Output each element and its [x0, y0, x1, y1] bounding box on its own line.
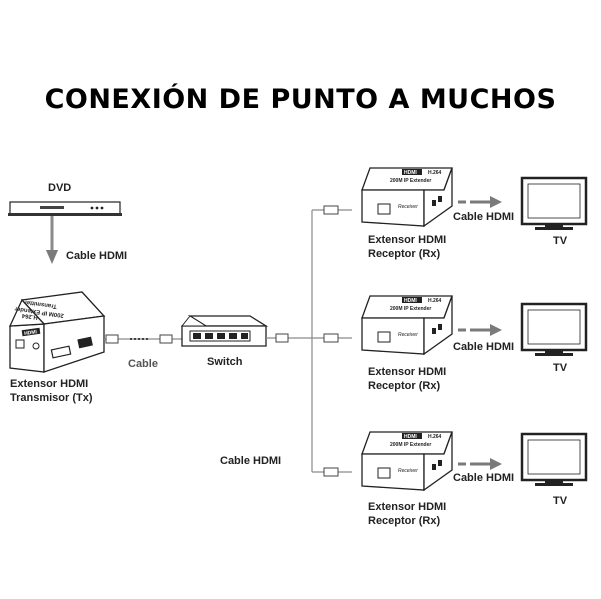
rx2-panel-text1: H.264 [428, 298, 442, 304]
tv1-label: TV [553, 235, 568, 247]
tv3-label: TV [553, 495, 568, 507]
receiver-device-icon-1 [361, 167, 453, 228]
receiver3-label-line2: Receptor (Rx) [368, 515, 441, 527]
tv-icon-2 [520, 302, 588, 356]
tv2-label: TV [553, 362, 568, 374]
receiver-device-icon-2 [361, 295, 453, 356]
rx1-hdmi-logo [402, 169, 422, 175]
rx3-panel-text1: H.264 [428, 434, 442, 440]
receiver2-label-line1: Extensor HDMI [368, 366, 447, 378]
rx3-hdmi-logo [402, 433, 422, 439]
rx2-panel-text3: Receiver [398, 332, 418, 338]
receiver-device-icon-3 [361, 431, 453, 492]
rx2-hdmi-logo-text: HDMI [404, 298, 417, 304]
switch-to-rx-cable-label: Cable HDMI [220, 455, 282, 467]
tx-panel-text3: H.264 [21, 312, 38, 320]
switch-to-receivers-cables [266, 205, 352, 477]
rx1-panel-text3: Receiver [398, 204, 418, 210]
rx3-to-tv-arrow [458, 458, 502, 470]
rx3-panel-text2: 200M IP Extender [390, 442, 431, 448]
tx-hdmi-logo-text: HDMI [24, 329, 38, 337]
receiver3-label-line1: Extensor HDMI [368, 501, 447, 513]
tx-to-switch-cable-label: Cable [128, 358, 158, 370]
receiver2-label-line2: Receptor (Rx) [368, 380, 441, 392]
tx-to-switch-cable [104, 334, 182, 344]
rx2-panel-text2: 200M IP Extender [390, 306, 431, 312]
network-switch-icon [180, 315, 269, 347]
rx1-to-tv-cable-label: Cable HDMI [453, 211, 515, 223]
switch-label: Switch [207, 356, 243, 368]
transmitter-label-line1: Extensor HDMI [10, 378, 89, 390]
rx2-to-tv-arrow [458, 324, 502, 336]
tv-icon-1 [520, 176, 588, 230]
rx3-panel-text3: Receiver [398, 468, 418, 474]
tv-icon-3 [520, 432, 588, 486]
rx2-to-tv-cable-label: Cable HDMI [453, 341, 515, 353]
rx2-hdmi-logo [402, 297, 422, 303]
transmitter-device-icon [8, 291, 106, 373]
dvd-to-tx-cable [46, 216, 58, 264]
tx-hdmi-logo: HDMI [21, 327, 41, 337]
rx1-to-tv-arrow [458, 196, 502, 208]
receiver1-label-line1: Extensor HDMI [368, 234, 447, 246]
receiver1-label-line2: Receptor (Rx) [368, 248, 441, 260]
rx1-panel-text1: H.264 [428, 170, 442, 176]
dvd-to-tx-cable-label: Cable HDMI [66, 250, 128, 262]
diagram-title: CONEXIÓN DE PUNTO A MUCHOS [44, 84, 557, 115]
rx1-panel-text2: 200M IP Extender [390, 178, 431, 184]
rx3-to-tv-cable-label: Cable HDMI [453, 472, 515, 484]
transmitter-label-line2: Transmisor (Tx) [10, 392, 93, 404]
tx-panel-text1: Transmitter [23, 298, 57, 309]
dvd-player-icon [8, 201, 122, 216]
rx3-hdmi-logo-text: HDMI [404, 434, 417, 440]
rx1-hdmi-logo-text: HDMI [404, 170, 417, 176]
dvd-label: DVD [48, 182, 72, 194]
